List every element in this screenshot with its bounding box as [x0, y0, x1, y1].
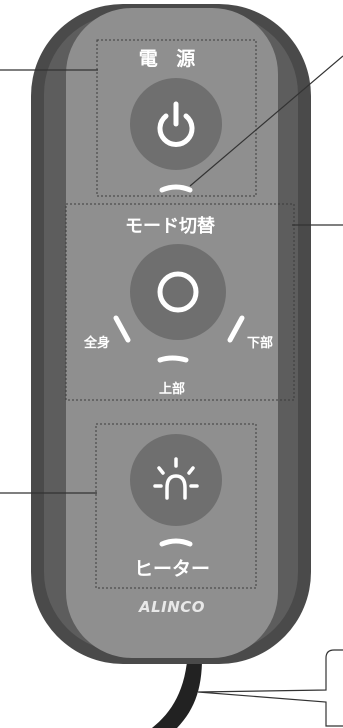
brand-logo: ALINCO — [138, 598, 206, 616]
power-cord — [152, 650, 203, 728]
mode-lower-body-label: 下部 — [246, 336, 273, 351]
mode-led-upper — [157, 355, 189, 363]
lightbulb-icon — [153, 457, 199, 500]
heater-button-disc — [130, 434, 222, 526]
circle-icon — [157, 271, 199, 313]
mode-button-disc — [130, 244, 226, 340]
power-button[interactable] — [130, 78, 222, 170]
heater-led-indicator — [159, 538, 193, 547]
power-label: 電 源 — [138, 48, 202, 70]
mode-led-full — [113, 315, 131, 343]
power-led-indicator — [159, 184, 193, 193]
mode-led-lower — [227, 315, 245, 343]
mode-full-body-label: 全身 — [83, 336, 110, 351]
heater-group-box — [95, 423, 257, 589]
heater-label: ヒーター — [133, 558, 210, 580]
mode-switch-label: モード切替 — [125, 216, 215, 237]
mode-group-box — [65, 203, 295, 401]
callout-line-indicator — [189, 55, 343, 187]
mode-switch-button[interactable] — [130, 244, 226, 340]
heater-button[interactable] — [130, 434, 222, 526]
power-icon — [157, 101, 195, 147]
mode-upper-body-label: 上部 — [158, 382, 185, 397]
callout-bracket-cord — [197, 649, 343, 727]
power-group-box — [96, 39, 257, 197]
